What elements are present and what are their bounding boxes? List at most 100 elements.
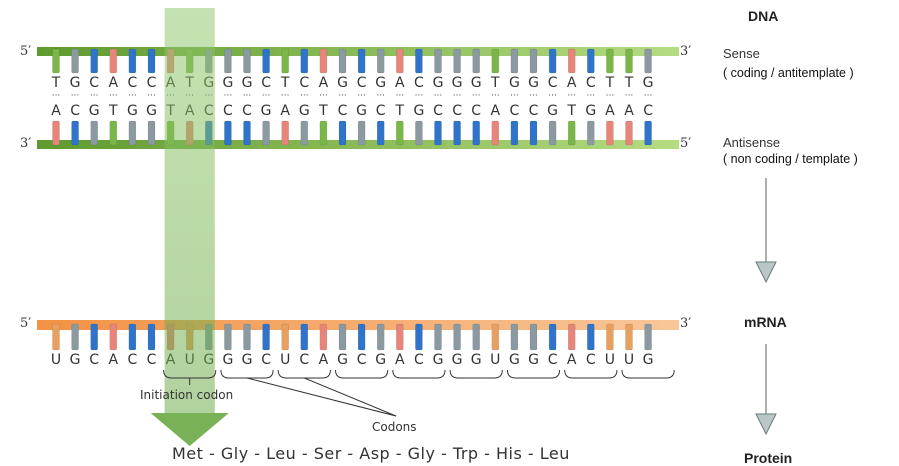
mrna-letter-3: A (109, 352, 119, 368)
sense-letter-1: G (70, 75, 81, 91)
protein-title: Protein (744, 450, 793, 466)
peptide-bond-dash: - (522, 444, 540, 463)
mrna-base-28 (587, 323, 595, 351)
hbond-dots: ··· (224, 91, 233, 101)
sense-base-9 (224, 48, 232, 74)
antisense-letter-19: G (413, 103, 424, 119)
mrna-base-20 (434, 323, 442, 351)
antisense-base-20 (434, 120, 442, 146)
mrna-letter-21: G (452, 352, 463, 368)
codon-bracket-5 (506, 369, 561, 379)
sense-base-14 (319, 48, 328, 74)
mrna-base-3 (109, 323, 118, 351)
mrna-base-27 (567, 323, 576, 351)
antisense-letter-2: G (89, 103, 100, 119)
codon-bracket-3 (392, 369, 446, 379)
antisense-base-9 (224, 120, 232, 146)
hbond-dots: ··· (472, 91, 481, 101)
antisense-letter-9: C (223, 103, 233, 119)
peptide-bond-dash: - (203, 444, 221, 463)
sense-letter-11: C (261, 75, 271, 91)
antisense-letter-27: T (566, 103, 576, 119)
mrna-letter-10: G (242, 352, 253, 368)
antisense-letter-23: A (491, 103, 501, 119)
protein-chain: Met - Gly - Leu - Ser - Asp - Gly - Trp … (172, 444, 570, 463)
hbond-dots: ··· (281, 91, 290, 101)
sense-letter-20: G (433, 75, 444, 91)
mrna-letter-26: C (548, 352, 558, 368)
antisense-sublabel: ( non coding / template ) (723, 152, 858, 166)
mrna-base-11 (262, 323, 270, 351)
antisense-letter-13: G (299, 103, 310, 119)
amino-acid-3: Ser (313, 444, 342, 463)
antisense-base-5 (147, 120, 156, 146)
sense-base-19 (415, 48, 423, 74)
sense-base-1 (71, 48, 79, 74)
sense-letter-27: A (567, 75, 577, 91)
sense-base-0 (52, 48, 60, 74)
codon-bracket-4 (449, 369, 503, 379)
antisense-letter-5: G (146, 103, 157, 119)
hbond-dots: ··· (587, 91, 596, 101)
antisense-base-29 (606, 120, 614, 146)
sense-base-22 (472, 48, 480, 74)
antisense-letter-26: G (547, 103, 558, 119)
mrna-letter-25: G (528, 352, 539, 368)
sense-letter-18: A (395, 75, 405, 91)
sense-base-20 (434, 48, 442, 74)
antisense-base-18 (396, 120, 404, 146)
mrna-base-18 (396, 323, 404, 351)
sense-base-24 (510, 48, 519, 74)
hbond-dots: ··· (606, 91, 615, 101)
sense-letter-14: A (319, 75, 329, 91)
initiation-codon-label: Initiation codon (140, 388, 234, 402)
mrna-base-22 (472, 323, 480, 351)
sense-letter-4: C (128, 75, 138, 91)
sense-letter-29: T (605, 75, 615, 91)
antisense-base-12 (281, 120, 289, 146)
sense-base-11 (262, 48, 270, 74)
mrna-letter-16: C (357, 352, 367, 368)
antisense-base-1 (71, 120, 79, 146)
dna-title: DNA (748, 8, 779, 24)
sense-letter-22: G (471, 75, 482, 91)
mrna-base-5 (147, 323, 156, 351)
mrna-5-prime: 5′ (20, 316, 32, 331)
mrna-letter-17: G (375, 352, 386, 368)
amino-acid-0: Met (172, 444, 204, 463)
antisense-base-16 (357, 120, 366, 146)
antisense-letter-22: C (471, 103, 481, 119)
sense-letter-26: C (548, 75, 558, 91)
hbond-dots: ··· (338, 91, 347, 101)
hbond-dots: ··· (510, 91, 519, 101)
start-codon-highlight (150, 8, 229, 446)
mrna-letter-0: U (51, 352, 61, 368)
mrna-to-protein-arrow (755, 344, 777, 436)
codon-bracket-2 (335, 369, 389, 379)
amino-acid-6: Trp (452, 444, 479, 463)
antisense-letter-21: C (452, 103, 462, 119)
hbond-dots: ··· (625, 91, 634, 101)
mrna-base-24 (510, 323, 519, 351)
antisense-letter-3: T (108, 103, 118, 119)
sense-base-30 (625, 48, 633, 74)
antisense-base-26 (548, 120, 557, 146)
codon-bracket-1 (277, 369, 331, 379)
antisense-letter-11: G (261, 103, 272, 119)
mrna-letter-14: A (319, 352, 329, 368)
mrna-base-17 (376, 323, 385, 351)
mrna-base-4 (128, 323, 137, 351)
hbond-dots: ··· (567, 91, 576, 101)
antisense-letter-0: A (51, 103, 61, 119)
antisense-base-23 (491, 120, 500, 146)
antisense-letter-15: C (338, 103, 348, 119)
antisense-base-10 (243, 120, 251, 146)
hbond-dots: ··· (300, 91, 309, 101)
codon-bracket-7 (621, 369, 675, 379)
sense-base-18 (396, 48, 404, 74)
hbond-dots: ··· (243, 91, 252, 101)
sense-letter-23: T (490, 75, 500, 91)
antisense-base-24 (510, 120, 519, 146)
amino-acid-7: His (496, 444, 523, 463)
amino-acid-8: Leu (539, 444, 570, 463)
